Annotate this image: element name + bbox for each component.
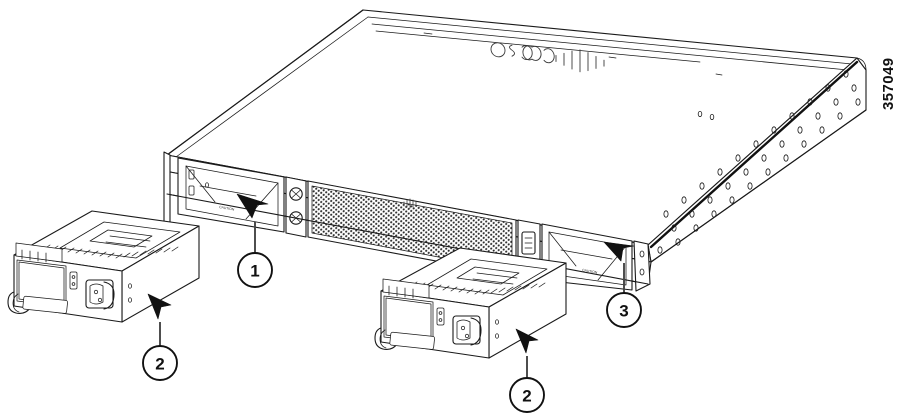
psu-right-ac-socket-body	[452, 315, 481, 345]
callout-1-arrowhead	[236, 193, 269, 219]
chassis-rear-left-edge	[166, 9, 364, 156]
front-right-post	[633, 240, 651, 292]
chassis-right-edge-shadow	[649, 60, 859, 249]
callout-2-left-arrowhead	[147, 293, 172, 320]
psu-right-top-label	[426, 258, 548, 296]
callout-2-left-circle[interactable]	[142, 345, 178, 381]
left-thumbscrew-plate	[285, 176, 307, 238]
left-screw-plate	[285, 176, 307, 238]
psu-left-ac-socket-body	[85, 279, 114, 309]
left-bay-latch-details	[188, 169, 209, 196]
psu-right-release-handle[interactable]	[374, 327, 435, 350]
psu-left-ac-inlet	[85, 279, 115, 310]
callout-2-left-number: 2	[155, 355, 164, 374]
psu-left-release-handle[interactable]	[7, 291, 68, 314]
chassis-right-bottom-edge	[650, 109, 867, 263]
cisco-logo-emboss	[490, 42, 605, 73]
figure-id-label: 357049	[880, 58, 897, 110]
left-bay-micro-label: CAUTION	[219, 205, 235, 212]
right-connector-slot	[521, 231, 536, 255]
psu-right-latch-bracket	[382, 278, 430, 299]
psu-left-ac-socket-inner	[89, 283, 104, 305]
chassis-front-right-post	[633, 240, 651, 292]
right-connector-pins	[524, 237, 533, 249]
callout-2-left[interactable]: 2	[142, 293, 178, 381]
psu-left-handle-arc[interactable]	[7, 291, 31, 314]
switch-chassis: CAUTION	[163, 9, 867, 292]
grille-cisco-mark	[403, 198, 417, 209]
chassis-side-vent-holes	[657, 70, 861, 254]
left-power-supply-bay: CAUTION	[177, 157, 285, 233]
psu-right-ac-inlet	[452, 315, 482, 346]
chassis-left-end-cap	[163, 151, 171, 233]
psu-left-ac-shroud	[103, 281, 115, 310]
psu-right-handle-bar[interactable]	[389, 331, 435, 350]
psu-right-ac-shroud	[470, 317, 482, 346]
figure-id: 357049	[880, 58, 897, 110]
psu-left-top-label	[59, 221, 181, 259]
callout-2-right-number: 2	[522, 387, 531, 406]
thumbscrew-lower	[289, 211, 303, 225]
right-bay-micro-label: CAUTION	[582, 268, 598, 275]
psu-right-side-screws	[495, 319, 499, 339]
chassis-rear-left-edge-inner	[175, 16, 369, 158]
psu-left-handle-bar[interactable]	[22, 295, 68, 314]
thumbscrew-upper	[289, 187, 303, 201]
psu-right-handle-arc[interactable]	[374, 327, 398, 350]
callout-3-arrowhead	[603, 241, 635, 262]
psu-right-ac-socket-inner	[456, 319, 471, 341]
psu-left-front-screws	[69, 271, 78, 290]
chassis-top-vent-holes	[697, 111, 715, 121]
thumbscrew-upper-cross	[291, 189, 301, 199]
psu-left-top-vents	[43, 244, 179, 259]
power-supply-module-left	[7, 210, 200, 323]
callout-2-right-circle[interactable]	[509, 377, 545, 413]
callout-2-right-arrowhead	[515, 328, 539, 354]
psu-left-latch-bracket	[15, 242, 63, 263]
callout-1-circle[interactable]	[237, 252, 273, 288]
callout-2-right[interactable]: 2	[509, 328, 545, 413]
psu-right-front-screws	[436, 307, 445, 326]
chassis-top-detail-bars	[423, 32, 723, 76]
callout-3[interactable]: 3	[603, 241, 642, 328]
chassis-corner-radius	[856, 57, 867, 71]
power-supply-module-right	[374, 247, 567, 359]
callout-3-number: 3	[619, 302, 628, 321]
chassis-top-seams	[367, 16, 853, 71]
callout-1[interactable]: 1	[236, 193, 273, 288]
callout-3-circle[interactable]	[606, 292, 642, 328]
callout-1-number: 1	[250, 262, 259, 281]
psu-left-side-screws	[128, 283, 132, 303]
